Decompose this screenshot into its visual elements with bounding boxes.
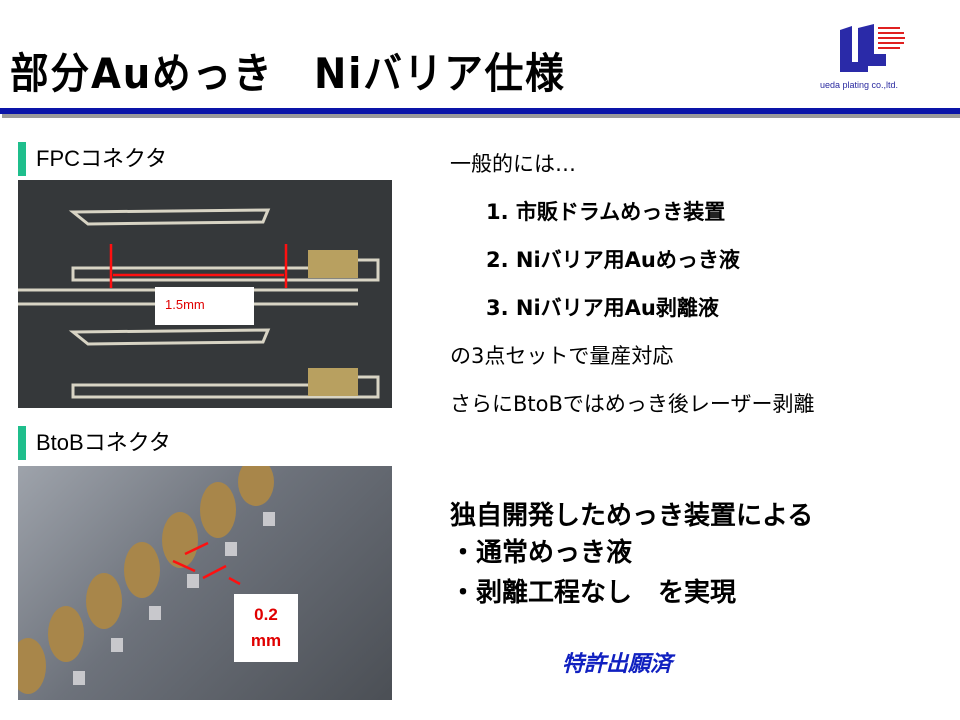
btob-section-label: BtoBコネクタ bbox=[18, 426, 171, 460]
title-underline bbox=[0, 108, 960, 114]
patent-pending-label: 特許出願済 bbox=[562, 652, 673, 677]
title-underline-shadow bbox=[2, 114, 960, 118]
btob-connector-photo bbox=[18, 466, 392, 700]
general-summary: の3点セットで量産対応 bbox=[450, 344, 674, 368]
company-name: ueda plating co.,ltd. bbox=[820, 80, 899, 90]
general-item: 1. 市販ドラムめっき装置 bbox=[486, 200, 726, 224]
fpc-measurement-label: 1.5mm bbox=[155, 287, 254, 325]
slide-title: 部分Auめっき Niバリア仕様 bbox=[10, 49, 566, 98]
proprietary-heading: 独自開発しためっき装置による bbox=[450, 501, 814, 531]
general-item: 2. Niバリア用Auめっき液 bbox=[486, 248, 740, 272]
general-intro: 一般的には… bbox=[450, 152, 576, 176]
btob-measurement-label: 0.2 mm bbox=[234, 594, 298, 662]
fpc-section-label: FPCコネクタ bbox=[18, 142, 167, 176]
general-additional: さらにBtoBではめっき後レーザー剥離 bbox=[450, 392, 815, 416]
general-item: 3. Niバリア用Au剥離液 bbox=[486, 296, 719, 320]
proprietary-point: ・通常めっき液 bbox=[450, 538, 633, 568]
proprietary-point: ・剥離工程なし を実現 bbox=[450, 578, 737, 608]
section-bar bbox=[18, 142, 26, 176]
section-bar bbox=[18, 426, 26, 460]
ueda-plating-logo-icon bbox=[840, 24, 905, 72]
